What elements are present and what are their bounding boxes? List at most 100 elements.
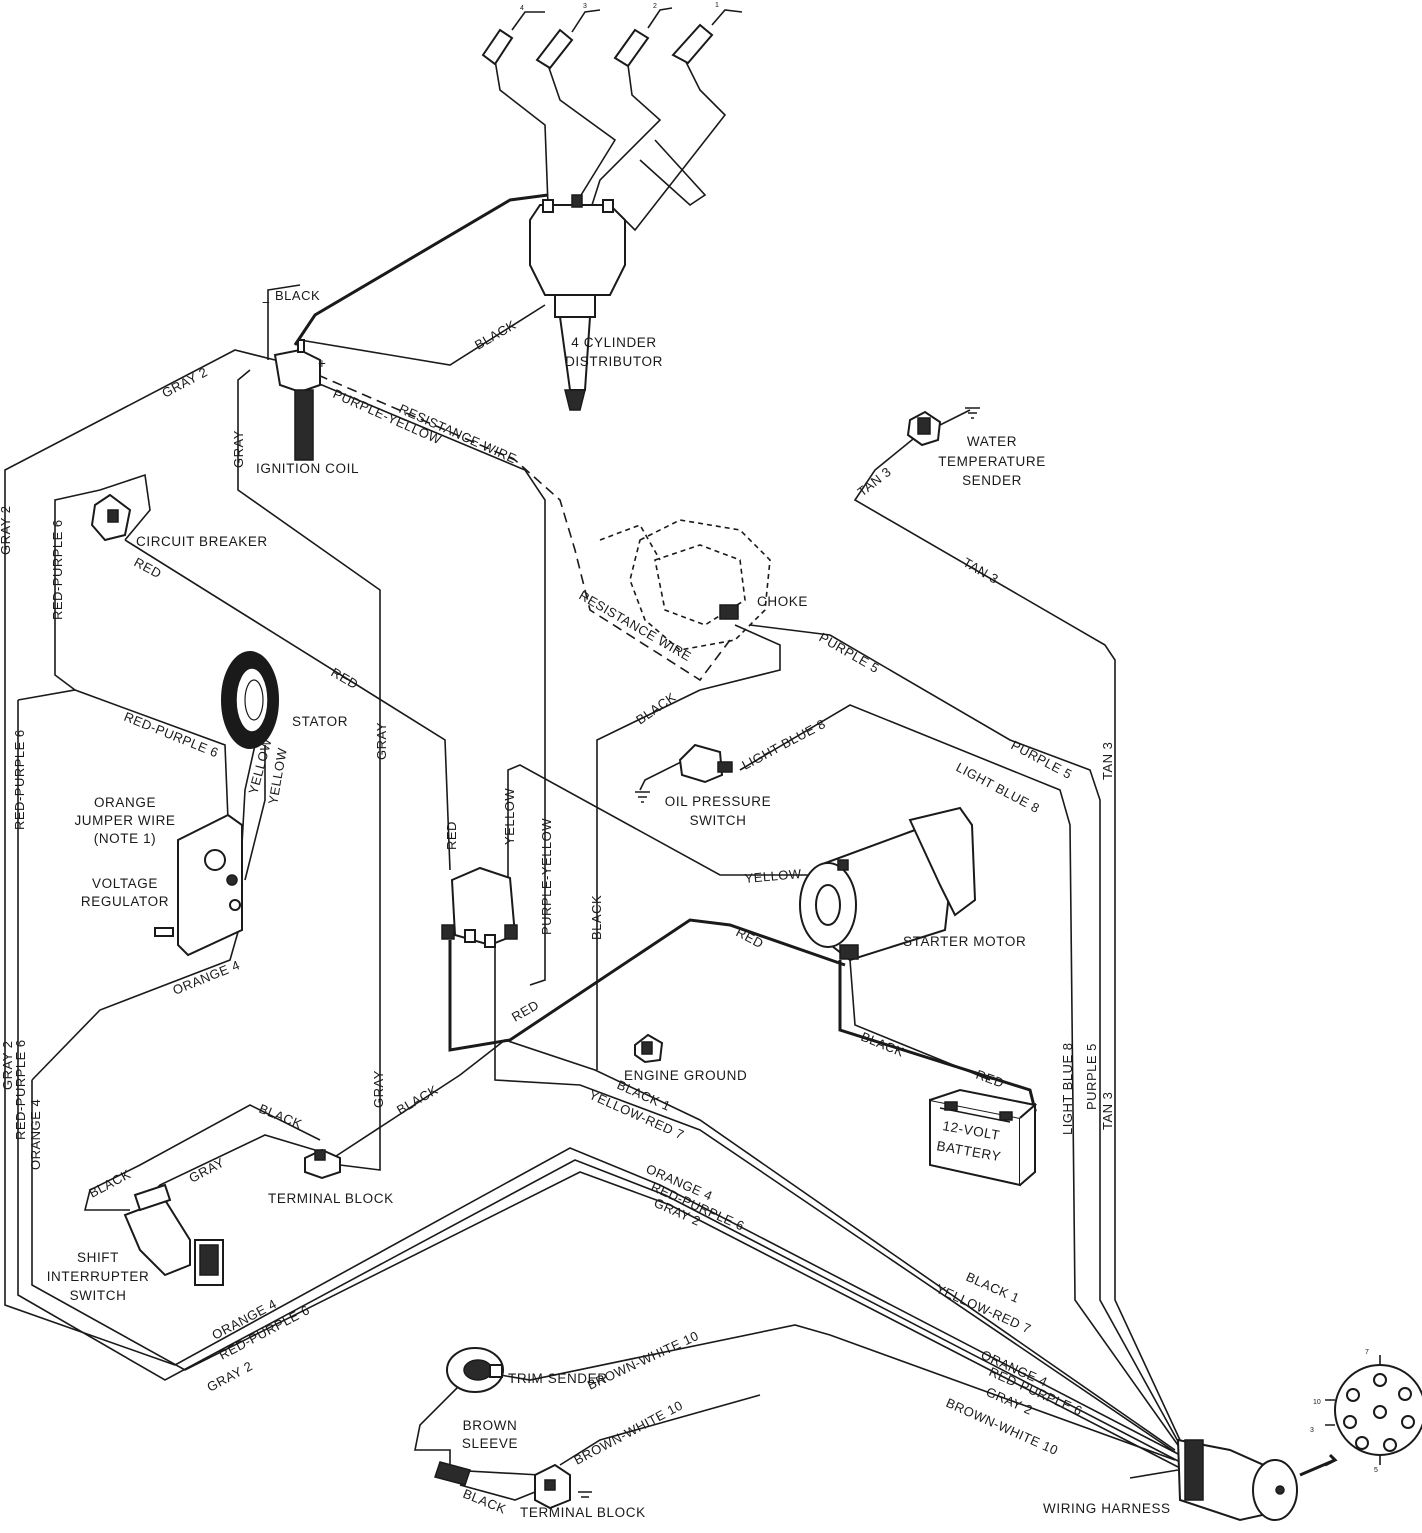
- pin-10: 10: [1313, 1399, 1321, 1406]
- wire-label: BLACK: [394, 1082, 441, 1118]
- starter-motor-icon: [799, 806, 977, 962]
- oil-switch-label-1: OIL PRESSURE: [665, 794, 771, 809]
- pin-7: 7: [1365, 1349, 1369, 1356]
- dist-loop: [639, 139, 707, 207]
- black-sleeve-tb: [459, 1484, 541, 1501]
- jumper-label-3: (NOTE 1): [94, 831, 157, 846]
- distributor-label-2: DISTRIBUTOR: [565, 354, 663, 369]
- wire-label: RESISTANCE WIRE: [577, 588, 695, 665]
- wire-label: PURPLE 5: [1084, 1043, 1099, 1110]
- water-sender-label-2: TEMPERATURE: [938, 454, 1046, 469]
- wire-label: BLACK: [633, 689, 679, 727]
- starter-solenoid-icon: [441, 866, 518, 948]
- wire-label: TAN 3: [961, 555, 1002, 587]
- wire-label: BLACK: [859, 1029, 906, 1060]
- terminal-block-lower-label: TERMINAL BLOCK: [520, 1505, 646, 1520]
- ignition-coil-label: IGNITION COIL: [256, 461, 359, 476]
- wire-label: BROWN-WHITE 10: [571, 1398, 685, 1468]
- brown-white10-tb: [559, 1394, 761, 1466]
- wire-label: BLACK: [86, 1166, 133, 1200]
- engine-ground-icon: [634, 1033, 664, 1064]
- purple5-wire: [749, 624, 1181, 1446]
- connector-pinout-icon: [1325, 1355, 1422, 1465]
- choke-label: CHOKE: [757, 594, 808, 609]
- pin-3: 3: [1310, 1427, 1314, 1434]
- wire-label: GRAY: [374, 722, 389, 760]
- red-sol-starter: [448, 918, 846, 1052]
- spark-plugs: 4 3 2 1: [481, 2, 743, 70]
- wire-label: RED-PURPLE 6: [122, 709, 221, 761]
- wire-label: GRAY 2: [159, 364, 210, 400]
- distributor-label-1: 4 CYLINDER: [571, 335, 657, 350]
- wire-label: GRAY 2: [0, 506, 13, 555]
- terminal-block-upper-label: TERMINAL BLOCK: [268, 1191, 394, 1206]
- black-vert-ground: [596, 689, 701, 1070]
- orange4-outer: [31, 1080, 1181, 1469]
- black-ground-tb: [329, 1039, 1176, 1451]
- jumper-label-1: ORANGE: [94, 795, 156, 810]
- trim-sender-icon: [446, 1347, 504, 1393]
- trim-sender-label: TRIM SENDER: [508, 1371, 608, 1386]
- stator-yellow-2: [244, 745, 266, 881]
- wiring-harness-label: WIRING HARNESS: [1043, 1501, 1171, 1516]
- orange4-reg: [31, 924, 241, 1081]
- voltage-regulator-icon: [154, 813, 243, 957]
- wire-label: BLACK: [461, 1486, 508, 1517]
- wire-label: GRAY: [186, 1155, 226, 1186]
- wire-label: YELLOW: [744, 866, 803, 886]
- oil-ground-wire: [639, 759, 686, 791]
- harness-lower-wires: [1129, 1469, 1179, 1479]
- regulator-label-2: REGULATOR: [81, 894, 169, 909]
- wire-label: PURPLE-YELLOW: [539, 818, 554, 935]
- red-cb-solenoid: [124, 539, 451, 871]
- red-purple6-reg: [17, 689, 229, 821]
- choke-icon: [599, 519, 771, 651]
- black-coil-top: [267, 284, 301, 360]
- shift-label-2: INTERRUPTER: [47, 1269, 150, 1284]
- red-purple6-cb: [54, 489, 101, 691]
- water-sender-label-3: SENDER: [962, 473, 1022, 488]
- black-tb-shift: [83, 1104, 321, 1211]
- ignition-coil-icon: [273, 339, 321, 461]
- shift-label-1: SHIFT: [77, 1250, 119, 1265]
- wire-label: BROWN-WHITE 10: [585, 1328, 701, 1393]
- resistance-wire: [317, 374, 731, 682]
- yellow-sol-starter: [507, 764, 835, 900]
- wire-label: PURPLE 5: [817, 630, 882, 676]
- wire-label: BLACK: [472, 317, 519, 353]
- svg-text:3: 3: [583, 3, 587, 10]
- stator-icon: [221, 651, 279, 749]
- spark-plug-wire-4: [619, 59, 727, 232]
- pin-5: 5: [1374, 1467, 1378, 1474]
- coil-negative: −: [262, 295, 270, 310]
- wire-label: ORANGE 4: [171, 957, 243, 998]
- lightblue8-wire: [739, 704, 1181, 1449]
- wire-label: RED: [132, 554, 165, 581]
- wire-label: RED-PURPLE 6: [50, 519, 65, 620]
- yellow-red7: [494, 920, 1176, 1453]
- wire-label: RED: [444, 821, 459, 850]
- oil-pressure-switch-icon: [635, 743, 733, 803]
- svg-text:2: 2: [653, 3, 657, 10]
- wire-label: LIGHT BLUE 8: [1060, 1043, 1075, 1135]
- gray2-outer: [4, 349, 1181, 1456]
- sleeve-label-1: BROWN: [463, 1418, 518, 1433]
- wire-label: LIGHT BLUE 8: [739, 716, 828, 773]
- spark-plug-wire-3: [591, 64, 662, 206]
- wiring-harness-icon: [1176, 1438, 1338, 1522]
- wire-label: RED-PURPLE 6: [13, 1039, 28, 1140]
- distributor-icon: [529, 194, 626, 411]
- brown-sleeve-icon: [434, 1461, 471, 1486]
- wire-label: BLACK: [589, 895, 604, 940]
- wire-label: YELLOW: [502, 788, 517, 845]
- oil-switch-label-2: SWITCH: [690, 813, 747, 828]
- gray-coil-tb: [237, 369, 381, 1171]
- spark-plug-wire-1: [494, 59, 549, 206]
- sleeve-label-2: SLEEVE: [462, 1436, 518, 1451]
- wire-label: GRAY: [371, 1070, 386, 1108]
- water-ground-wire: [939, 409, 971, 426]
- terminal-block-upper-icon: [304, 1148, 341, 1180]
- wire-label: RED: [329, 665, 362, 692]
- wire-label: ORANGE 4: [28, 1099, 43, 1170]
